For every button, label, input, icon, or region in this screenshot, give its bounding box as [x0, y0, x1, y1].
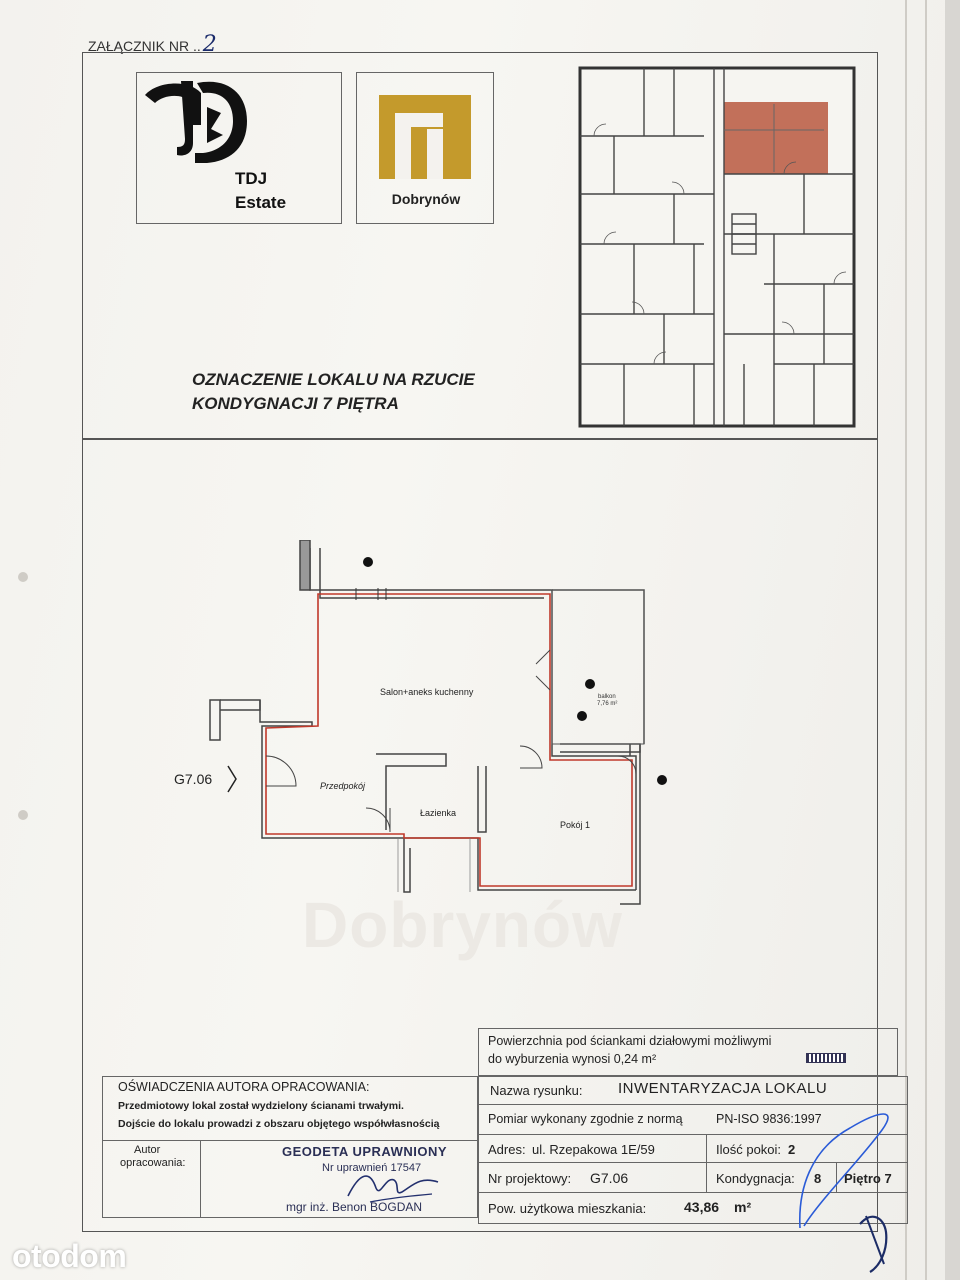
measurement-label: Pomiar wykonany zgodnie z normą: [488, 1112, 683, 1126]
drawing-name-value: INWENTARYZACJA LOKALU: [618, 1080, 828, 1097]
dobrynow-logo-text: Dobrynów: [391, 191, 461, 207]
tdj-logo: TDJ Estate: [136, 72, 342, 224]
binder-hole: [18, 810, 28, 820]
unit-floor-plan-drawing: [209, 540, 667, 905]
stamp-signature: [347, 1175, 439, 1203]
note-line2: do wyburzenia wynosi 0,24 m²: [488, 1052, 657, 1066]
room-label-salon: Salon+aneks kuchenny: [380, 687, 474, 697]
project-label: Nr projektowy:: [488, 1171, 572, 1186]
location-caption-line2: KONDYGNACJI 7 PIĘTRA: [192, 394, 399, 413]
binder-hole: [18, 572, 28, 582]
key-floor-plan-drawing: [578, 66, 856, 428]
otodom-watermark: otodom: [12, 1238, 127, 1274]
room-label-balcony: balkon: [598, 694, 616, 700]
declarations-line2: Dojście do lokalu prowadzi z obszaru obj…: [118, 1118, 440, 1130]
address-label: Adres:: [488, 1142, 526, 1157]
room-label-lazienka: Łazienka: [420, 808, 457, 818]
hatch-legend-swatch: [806, 1053, 846, 1063]
stamp-line2: Nr uprawnień 17547: [322, 1162, 422, 1174]
address-value: ul. Rzepakowa 1E/59: [532, 1142, 655, 1157]
area-unit: m²: [734, 1199, 752, 1215]
declarations-title: OŚWIADCZENIA AUTORA OPRACOWANIA:: [118, 1080, 370, 1094]
author-label-1: Autor: [134, 1144, 161, 1156]
room-label-predpokoj: Przedpokój: [320, 781, 366, 791]
room-label-pokoj: Pokój 1: [560, 820, 591, 830]
storey-label: Kondygnacja:: [716, 1171, 795, 1186]
area-label: Pow. użytkowa mieszkania:: [488, 1201, 647, 1216]
location-caption-line1: OZNACZENIE LOKALU NA RZUCIE: [192, 370, 475, 389]
note-line1: Powierzchnia pod ściankami działowymi mo…: [488, 1034, 772, 1048]
document-frame: [82, 52, 878, 1232]
measurement-value: PN-ISO 9836:1997: [716, 1112, 822, 1126]
tdj-logo-mark: [145, 81, 247, 163]
unit-code-label: G7.06: [174, 771, 213, 787]
note-box: [478, 1028, 898, 1076]
floor-label: Piętro 7: [844, 1171, 892, 1186]
project-value: G7.06: [590, 1170, 629, 1186]
area-value: 43,86: [684, 1199, 720, 1215]
balcony-area: 7,76 m²: [597, 701, 618, 707]
declarations-divider: [102, 1140, 478, 1141]
tdj-logo-text-line2: Estate: [235, 193, 287, 212]
page-edge: [905, 0, 907, 1280]
attachment-number: 2: [202, 32, 217, 57]
rooms-value: 2: [788, 1142, 796, 1157]
info-table: [478, 1076, 908, 1224]
declarations-box: [102, 1076, 478, 1218]
plan-watermark: Dobrynów: [302, 889, 623, 961]
tdj-logo-text-line1: TDJ: [235, 169, 268, 188]
stamp-line3: mgr inż. Benon BOGDAN: [286, 1200, 423, 1214]
storey-value: 8: [814, 1171, 822, 1186]
rooms-label: Ilość pokoi:: [716, 1142, 782, 1157]
frame-divider: [82, 438, 878, 440]
dobrynow-logo-mark: [379, 95, 471, 179]
blue-signature: [798, 1113, 889, 1273]
declarations-line1: Przedmiotowy lokal został wydzielony ści…: [118, 1100, 404, 1112]
page-edge: [925, 0, 927, 1280]
attachment-label: ZAŁĄCZNIK NR ..2: [88, 32, 217, 57]
dobrynow-logo: Dobrynów: [356, 72, 494, 224]
author-divider: [200, 1140, 201, 1218]
stamp-line1: GEODETA UPRAWNIONY: [282, 1144, 448, 1159]
entrance-arrow-icon: [227, 765, 237, 793]
drawing-name-label: Nazwa rysunku:: [490, 1083, 583, 1098]
author-label-2: opracowania:: [120, 1157, 186, 1169]
